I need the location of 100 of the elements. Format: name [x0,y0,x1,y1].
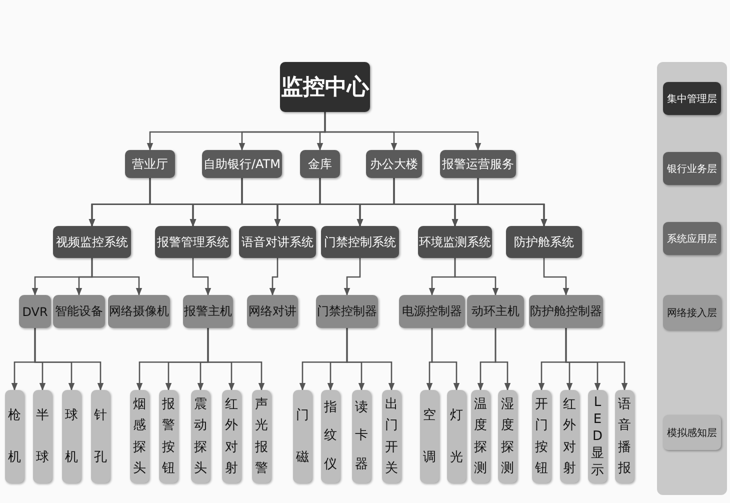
node-label: 语音对讲系统 [242,234,314,250]
node-label: 模拟感知层 [667,426,717,440]
sensor-box [191,390,210,483]
node-label: 震动探头 [194,396,207,478]
node-label: 空调 [423,406,436,466]
sensor-box [5,390,24,483]
layer-box [663,415,721,450]
connector-arrow [346,328,395,391]
node-label: 报警运营服务 [442,156,514,172]
connector-arrow [344,258,361,296]
node-label: 语音播报 [618,396,631,478]
node-label: 报警管理系统 [157,234,229,250]
device-box [19,295,51,328]
sensor-box [532,390,551,483]
layer-panel [657,62,727,495]
layer-box [663,82,721,115]
node-label: 报警主机 [184,303,232,320]
location-box [125,150,175,178]
node-label: 电源控制器 [402,303,462,320]
device-box [529,295,603,328]
node-label: 温度探测 [474,396,487,478]
node-label: 半球 [36,406,49,466]
system-box [239,226,316,258]
connector-arrow [269,258,278,296]
sensor-box [62,390,81,483]
sensor-box [222,390,241,483]
node-label: 烟感探头 [133,396,146,478]
device-box [108,295,170,328]
node-label: 灯光 [450,406,463,466]
system-box [53,226,131,258]
system-box [155,226,231,258]
node-label: 办公大楼 [370,156,418,172]
node-label: 开门按钮 [535,396,548,478]
node-label: 金库 [308,156,332,172]
node-label: 门磁 [296,406,309,466]
device-box [53,295,105,328]
node-label: 环境监测系统 [419,234,491,250]
system-box [506,226,582,258]
connector-arrow [543,258,570,296]
node-label: 门禁控制器 [317,303,377,320]
root-node-box [280,62,370,112]
sensor-box [498,390,517,483]
location-box [440,150,516,178]
sensor-box [588,390,607,483]
connector-arrow [207,328,265,391]
device-box [399,295,465,328]
sensor-box [382,390,401,483]
sensor-box [560,390,579,483]
node-label: 智能设备 [55,303,103,320]
device-box [183,295,233,328]
layer-box [663,295,721,330]
connector-arrow [192,258,212,296]
sensor-box [33,390,52,483]
sensor-box [252,390,271,483]
node-label: 网络接入层 [667,306,717,320]
layer-box [663,222,721,255]
node-label: 视频监控系统 [56,234,128,250]
connector-arrow [34,328,104,391]
node-label: 枪机 [8,406,21,466]
sensor-box [615,390,634,483]
sensor-box [293,390,312,483]
node-label: 指纹仪 [324,399,337,474]
node-label: 球机 [65,406,78,466]
connector-arrow [91,258,142,296]
device-box [316,295,378,328]
node-label: 门禁控制系统 [324,234,396,250]
connector-arrow [454,258,499,296]
node-label: 银行业务层 [667,162,717,176]
node-label: 集中管理层 [667,92,717,106]
sensor-box [471,390,490,483]
node-label: 网络对讲 [248,303,296,320]
connector-arrow [565,328,628,391]
node-label: 红外对射 [563,396,576,478]
node-label: 防护舱系统 [514,234,574,250]
node-label: 自助银行/ATM [203,156,280,172]
location-box [366,150,422,178]
connector-arrow [494,328,511,391]
node-label: 营业厅 [132,156,168,172]
node-label: 红外对射 [225,396,238,478]
device-box [467,295,524,328]
layer-box [663,152,721,185]
sensor-box [420,390,439,483]
node-label: 湿度探测 [501,396,514,478]
node-label: 监控中心 [281,74,369,102]
sensor-box [447,390,466,483]
connector-arrow [431,328,460,391]
connector-arrow [477,178,548,227]
location-box [300,150,340,178]
node-label: 动环主机 [472,303,520,320]
sensor-box [321,390,340,483]
node-label: LED显示 [591,394,604,480]
node-label: 读卡器 [355,399,368,474]
node-label: 针孔 [94,406,107,466]
system-box [321,226,399,258]
node-label: 防护舱控制器 [530,303,602,320]
sensor-box [159,390,178,483]
node-label: DVR [22,304,48,318]
sensor-box [130,390,149,483]
node-label: 出门开关 [385,396,398,478]
node-label: 报警按钮 [162,396,175,478]
